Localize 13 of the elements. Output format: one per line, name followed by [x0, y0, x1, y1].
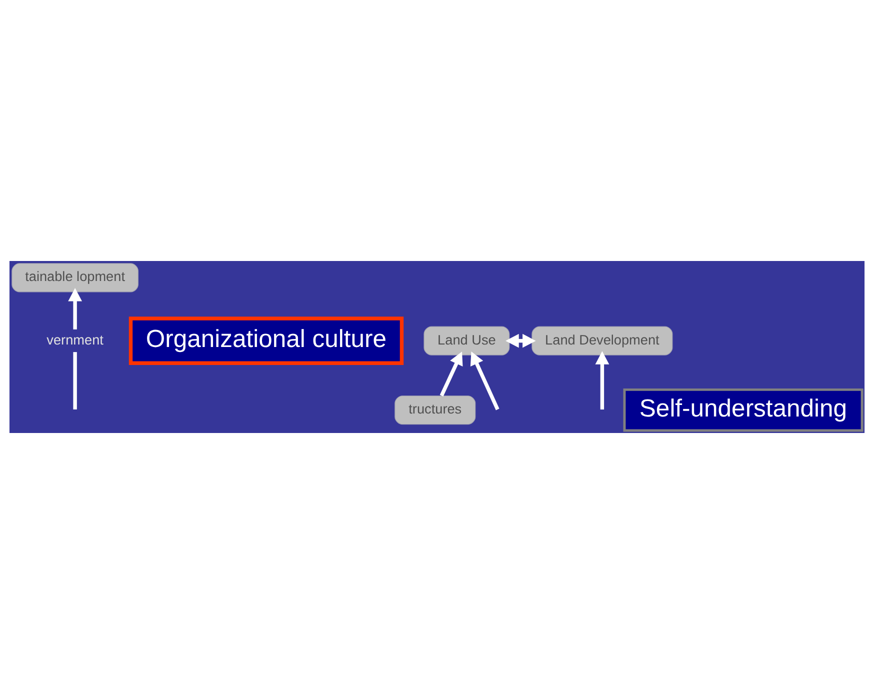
node-box: Self-understanding [623, 388, 864, 432]
node-box: Organizational culture [128, 316, 404, 365]
node-text: vernment [46, 332, 104, 348]
arrow [595, 351, 610, 410]
node-box: Land Use [424, 326, 510, 356]
connector [73, 352, 77, 410]
node-box: tructures [394, 396, 476, 425]
arrow [440, 352, 463, 396]
arrow [68, 288, 82, 330]
node-box: tainable lopment [12, 263, 138, 292]
arrow [470, 352, 500, 410]
arrow [506, 334, 536, 348]
node-box: Land Development [532, 326, 673, 356]
